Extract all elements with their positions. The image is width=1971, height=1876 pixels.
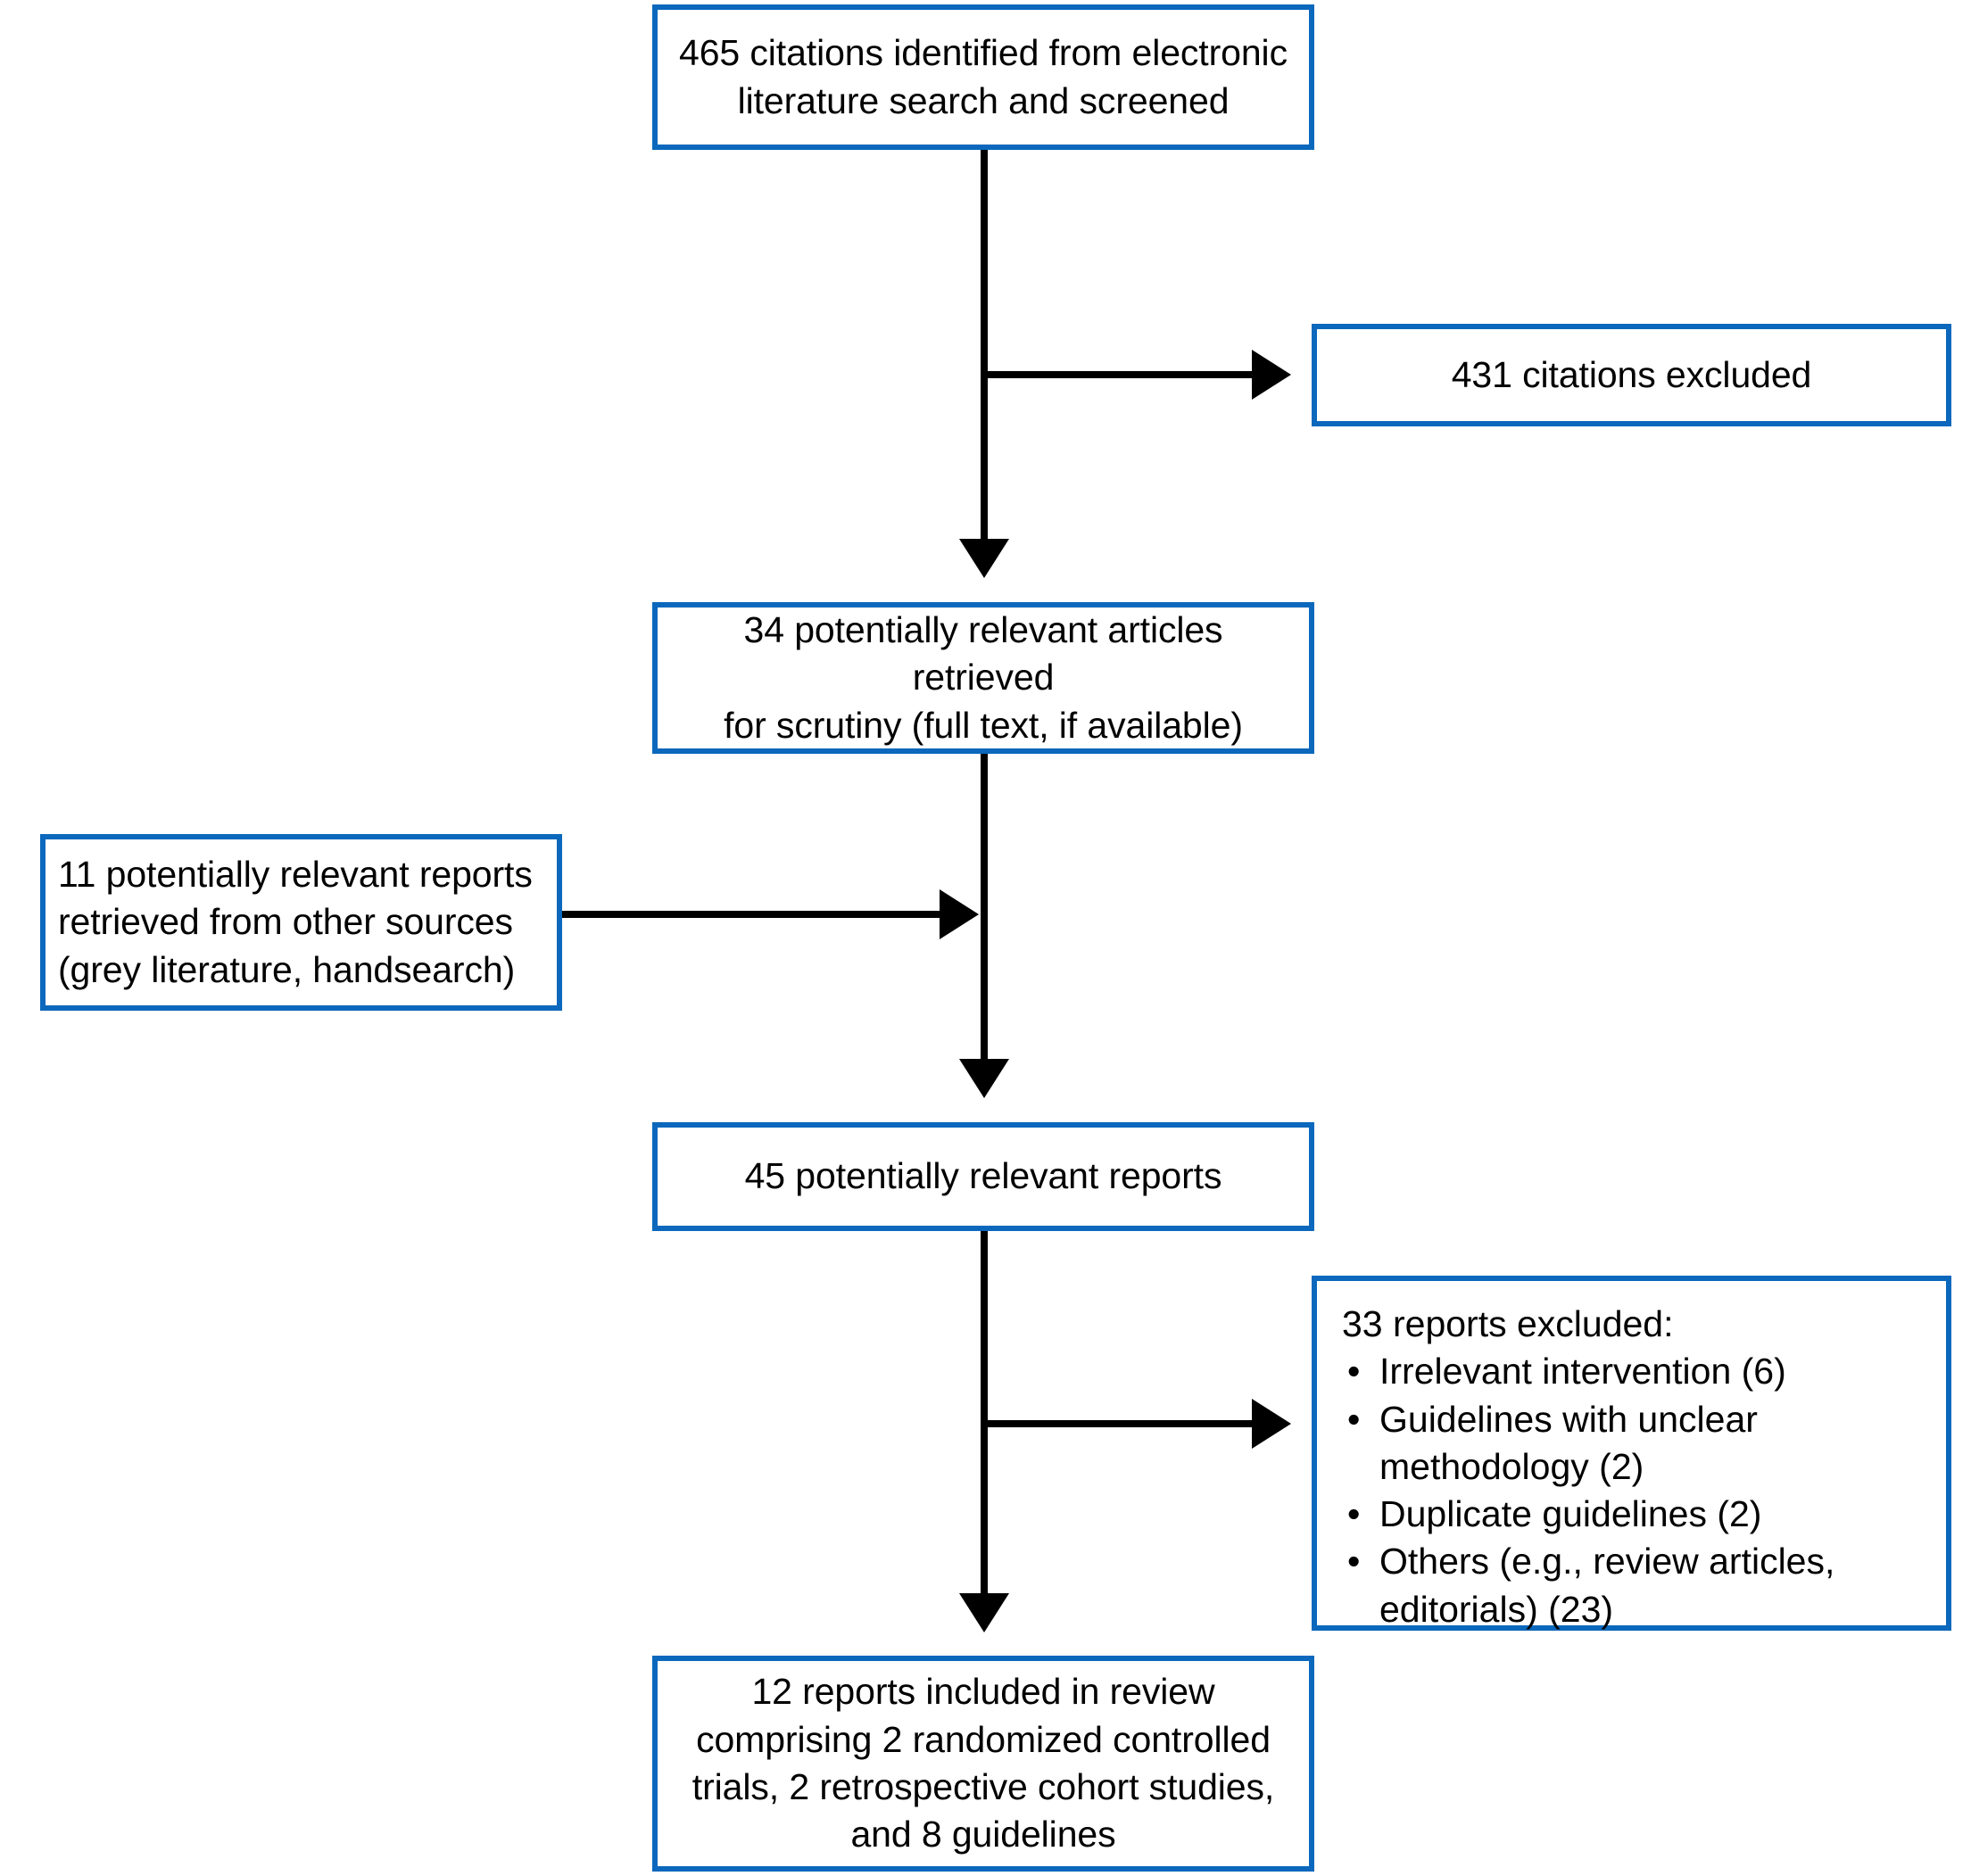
node-reports-included: 12 reports included in review comprising… [652,1656,1314,1872]
bullet-icon: • [1347,1541,1361,1583]
bullet-icon: • [1347,1493,1361,1535]
connector-identified-to-retrieved [981,150,988,560]
arrowhead-to-retrieved-articles [959,539,1009,578]
node-reports-excluded-heading: 33 reports excluded: [1342,1303,1674,1344]
connector-retrieved-to-relevant-reports [981,754,988,1080]
bullet-icon: • [1347,1398,1361,1440]
excluded-reason-item: • Irrelevant intervention (6) [1342,1348,1928,1395]
node-articles-retrieved: 34 potentially relevant articles retriev… [652,602,1314,754]
node-potentially-relevant-reports: 45 potentially relevant reports [652,1122,1314,1231]
excluded-reasons-list: • Irrelevant intervention (6) • Guidelines … [1342,1348,1928,1633]
node-articles-retrieved-label: 34 potentially relevant articles retriev… [724,609,1243,746]
node-citations-excluded-label: 431 citations excluded [1451,353,1812,395]
arrowhead-to-excluded-citations [1252,350,1291,400]
node-reports-other-sources: 11 potentially relevant reports retrieve… [40,834,562,1011]
connector-branch-to-excluded-citations [981,371,1254,378]
node-citations-identified-label: 465 citations identified from electronic… [679,32,1288,121]
node-reports-other-sources-label: 11 potentially relevant reports retrieve… [58,854,533,990]
connector-branch-to-excluded-reports [981,1420,1254,1427]
node-potentially-relevant-reports-label: 45 potentially relevant reports [744,1155,1222,1197]
bullet-icon: • [1347,1351,1361,1393]
excluded-reason-label: Guidelines with unclear methodology (2) [1379,1398,1758,1487]
excluded-reason-item: • Guidelines with unclear methodology (2) [1342,1396,1928,1492]
arrowhead-to-included-reports [959,1593,1009,1632]
excluded-reason-label: Duplicate guidelines (2) [1379,1493,1762,1535]
node-reports-excluded: 33 reports excluded: • Irrelevant interve… [1312,1276,1951,1631]
node-citations-excluded: 431 citations excluded [1312,324,1951,426]
excluded-reason-item: • Others (e.g., review articles, editoria… [1342,1538,1928,1633]
connector-other-sources-to-spine [562,911,941,918]
excluded-reason-item: • Duplicate guidelines (2) [1342,1491,1928,1538]
node-citations-identified: 465 citations identified from electronic… [652,4,1314,150]
excluded-reason-label: Others (e.g., review articles, editorial… [1379,1541,1835,1630]
arrowhead-other-sources-merge [940,889,979,939]
node-reports-excluded-body: 33 reports excluded: • Irrelevant interve… [1317,1281,1946,1633]
arrowhead-to-relevant-reports [959,1059,1009,1098]
node-reports-included-label: 12 reports included in review comprising… [692,1671,1275,1855]
excluded-reason-label: Irrelevant intervention (6) [1379,1351,1786,1393]
arrowhead-to-excluded-reports [1252,1399,1291,1449]
